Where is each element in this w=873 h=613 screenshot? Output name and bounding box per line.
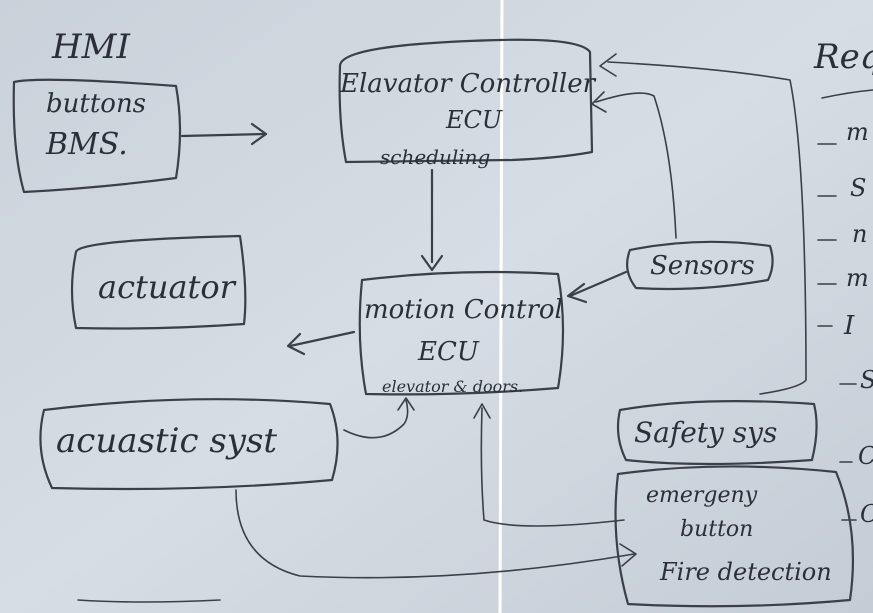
- req-item-2: n: [852, 220, 867, 248]
- sensors-to-controller-line: [595, 92, 677, 239]
- emergency-line3: Fire detection: [659, 558, 832, 586]
- req-item-4: I: [843, 311, 855, 341]
- controller-line2: ECU: [445, 106, 503, 134]
- acoustic-to-motion-line: [343, 399, 409, 439]
- req-item-1: S: [850, 174, 866, 202]
- safety-box: [616, 399, 818, 466]
- req-item-0: m: [846, 118, 869, 146]
- sensors-box: [625, 240, 774, 291]
- hmi-to-controller-arrow: [180, 132, 268, 138]
- motion-line2: ECU: [417, 337, 480, 367]
- req-item-6: C: [858, 442, 873, 470]
- acoustic-emergency-arrow-head: [619, 543, 637, 567]
- motion-control-box: [358, 270, 565, 396]
- hmi-title: HMI: [51, 27, 130, 67]
- board-seam: [498, 0, 504, 613]
- motion-line3: elevator & doors.: [382, 377, 523, 396]
- safety-to-controller-line: [607, 61, 807, 395]
- safety-controller-arrow-head: [599, 53, 617, 77]
- hmi-line1: buttons: [46, 89, 146, 119]
- motion-to-actuator-arrow: [288, 330, 356, 348]
- sensors-motion-arrow-head: [566, 282, 588, 304]
- controller-box: [338, 38, 594, 164]
- emergency-motion-arrow-head: [473, 403, 491, 419]
- requirements-underline: [821, 89, 873, 99]
- controller-line3: scheduling: [380, 145, 490, 169]
- sensors-label: Sensors: [650, 251, 755, 281]
- sensors-controller-arrow-head: [591, 91, 607, 113]
- motion-actuator-arrow-head: [286, 332, 306, 356]
- sensors-to-motion-arrow: [568, 270, 628, 298]
- hmi-line2: BMS.: [45, 127, 128, 162]
- acoustic-label: acuastic syst: [56, 421, 277, 461]
- controller-motion-arrow-head: [420, 254, 444, 272]
- hmi-arrow-head: [250, 122, 268, 146]
- emergency-line2: button: [680, 517, 753, 542]
- actuator-label: actuator: [98, 268, 237, 306]
- acoustic-motion-arrow-head: [397, 397, 415, 411]
- emergency-line1: emergeny: [646, 483, 758, 508]
- acoustic-box: [39, 398, 339, 491]
- emergency-box: [614, 465, 854, 608]
- req-item-5: S: [860, 366, 873, 394]
- emergency-to-motion-line: [480, 407, 625, 527]
- motion-line1: motion Control: [364, 295, 563, 325]
- req-item-7: C: [860, 500, 873, 528]
- controller-line1: Elavator Controller: [339, 69, 597, 99]
- req-item-3: m: [846, 264, 869, 292]
- requirements-heading: Req: [813, 37, 873, 77]
- actuator-box: [70, 234, 247, 330]
- hmi-box: [12, 78, 182, 194]
- bottom-scribble: [77, 599, 221, 603]
- safety-label: Safety sys: [634, 416, 777, 449]
- acoustic-to-emergency-line: [235, 489, 635, 579]
